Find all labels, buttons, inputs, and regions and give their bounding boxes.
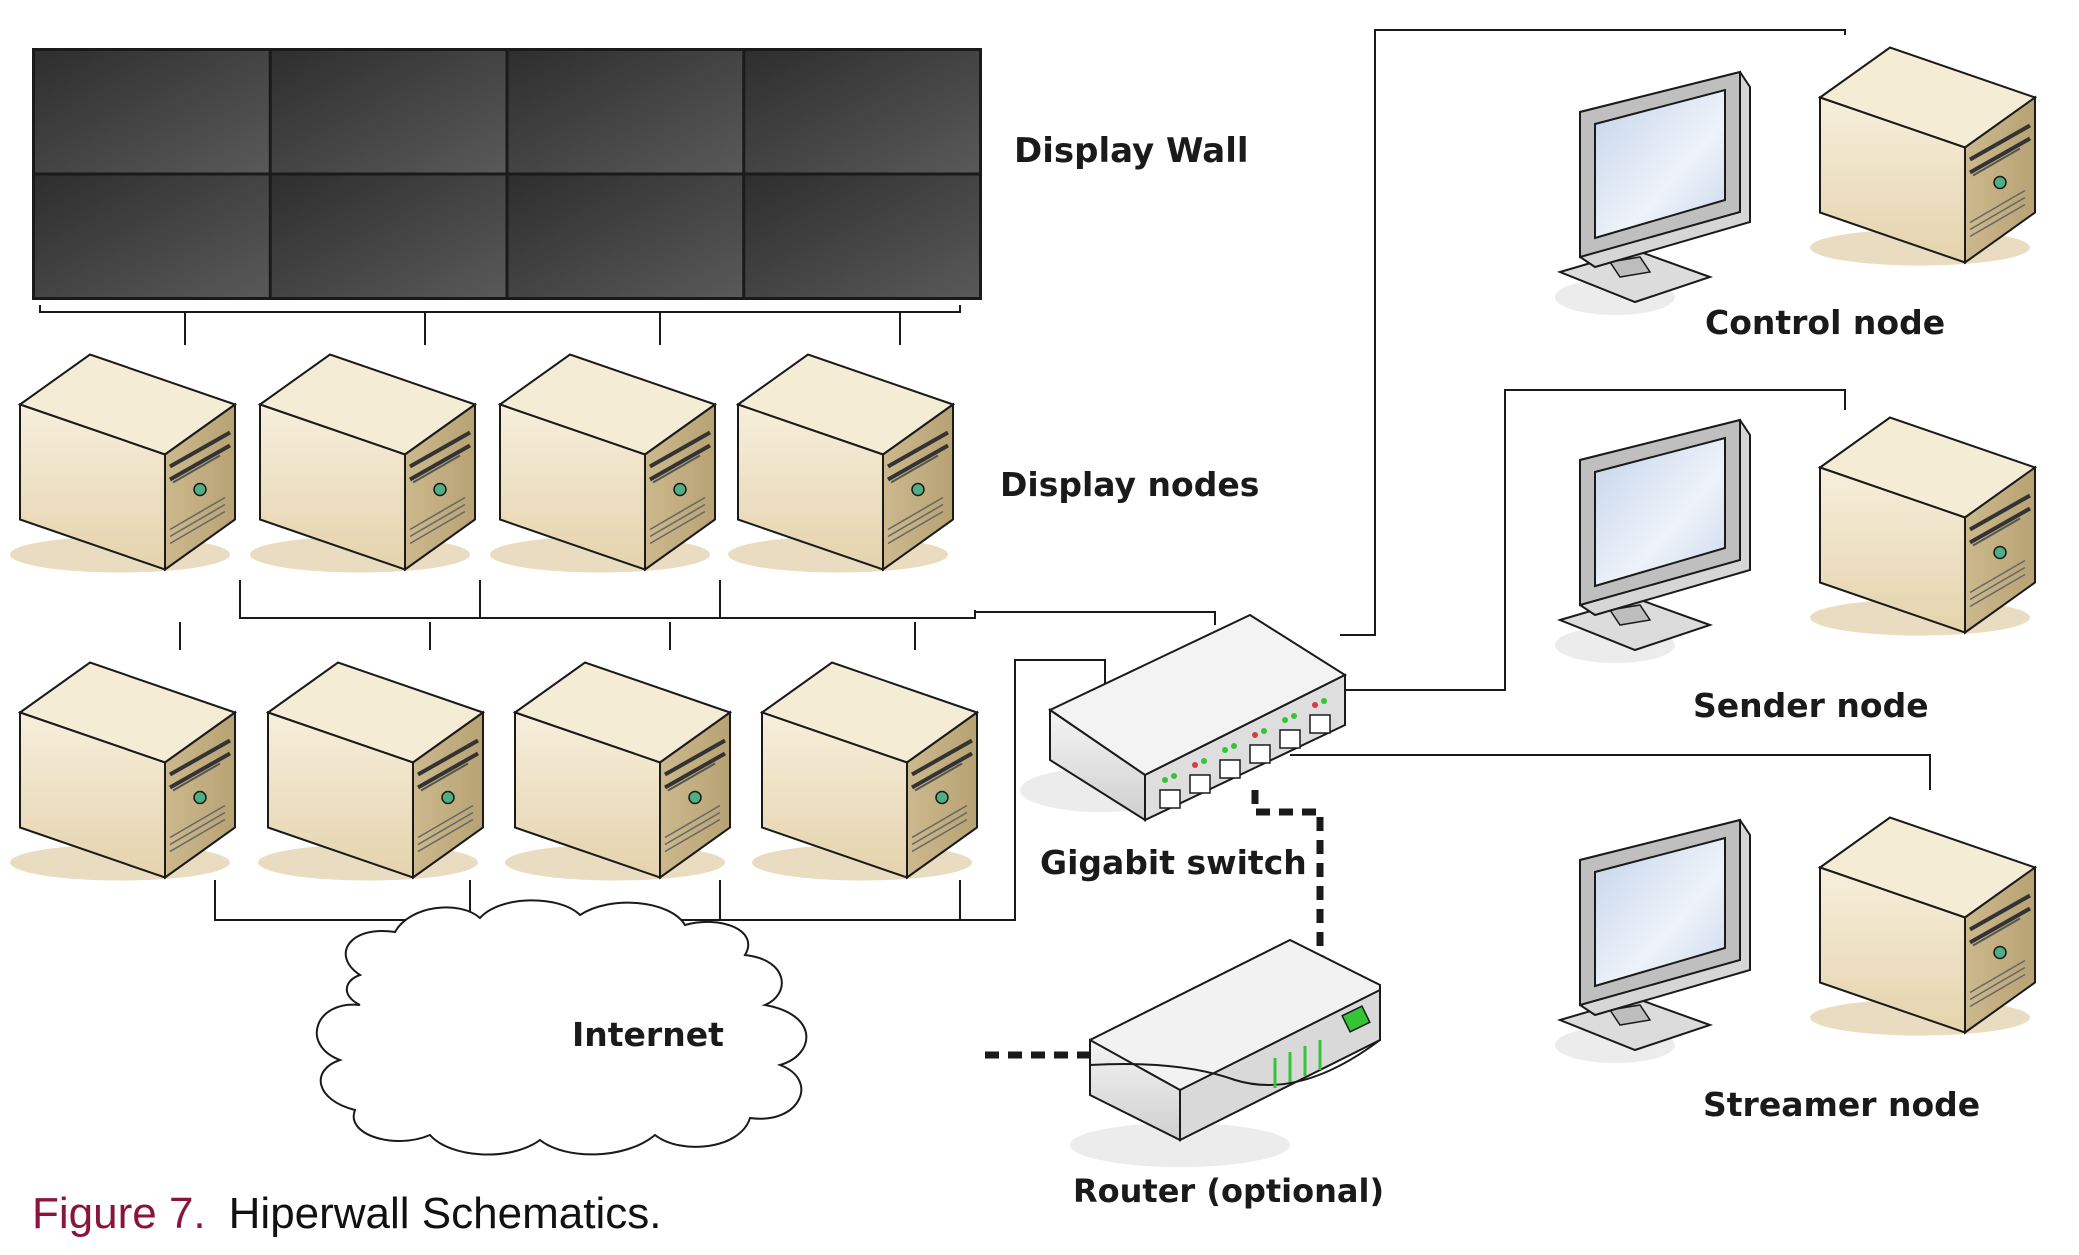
sender-node-workstation bbox=[1554, 418, 2035, 664]
switch-port bbox=[1219, 759, 1241, 779]
sender-node-label: Sender node bbox=[1693, 686, 1929, 725]
server-tower-icon bbox=[258, 663, 483, 881]
server-tower-icon bbox=[728, 355, 953, 573]
gigabit-switch-label: Gigabit switch bbox=[1040, 843, 1307, 882]
server-tower-icon bbox=[1810, 418, 2035, 636]
server-tower-icon bbox=[490, 355, 715, 573]
wall-panel bbox=[271, 51, 506, 173]
server-tower-icon bbox=[1810, 48, 2035, 266]
wall-panel bbox=[508, 175, 743, 297]
server-tower-icon bbox=[752, 663, 977, 881]
streamer-node-label: Streamer node bbox=[1703, 1085, 1980, 1124]
port-led bbox=[1282, 717, 1288, 723]
port-led bbox=[1261, 728, 1267, 734]
caption-text: Hiperwall Schematics. bbox=[229, 1189, 662, 1238]
wall-panel bbox=[35, 175, 269, 297]
control-node-workstation bbox=[1554, 48, 2035, 316]
switch-port bbox=[1249, 744, 1271, 764]
monitor-icon bbox=[1554, 419, 1751, 664]
port-led bbox=[1171, 773, 1177, 779]
port-led bbox=[1192, 762, 1198, 768]
caption-number: Figure 7. bbox=[32, 1189, 206, 1238]
monitor-icon bbox=[1554, 71, 1751, 316]
wall-panel bbox=[745, 51, 979, 173]
port-led bbox=[1312, 702, 1318, 708]
switch-ports bbox=[1159, 698, 1331, 809]
network-switch-icon bbox=[1020, 613, 1348, 822]
port-led bbox=[1222, 747, 1228, 753]
port-led bbox=[1231, 743, 1237, 749]
switch-port bbox=[1309, 714, 1331, 734]
switch-port bbox=[1279, 729, 1301, 749]
wall-panel bbox=[271, 175, 506, 297]
figure-caption: Figure 7. Hiperwall Schematics. bbox=[32, 1189, 661, 1238]
display-nodes-label: Display nodes bbox=[1000, 465, 1259, 504]
display-wall-panels bbox=[35, 51, 979, 297]
port-led bbox=[1162, 777, 1168, 783]
port-led bbox=[1201, 758, 1207, 764]
display-wall-label: Display Wall bbox=[1014, 131, 1249, 171]
network-cables bbox=[39, 29, 1931, 921]
dashed-links bbox=[985, 790, 1324, 1059]
port-led bbox=[1291, 713, 1297, 719]
streamer-node-workstation bbox=[1554, 818, 2035, 1064]
server-tower-icon bbox=[250, 355, 475, 573]
port-led bbox=[1321, 698, 1327, 704]
wall-panel bbox=[508, 51, 743, 173]
switch-port bbox=[1159, 789, 1181, 809]
wall-panel bbox=[745, 175, 979, 297]
wall-panel bbox=[35, 51, 269, 173]
router-icon bbox=[1070, 938, 1381, 1167]
switch-port bbox=[1189, 774, 1211, 794]
internet-label: Internet bbox=[572, 1015, 724, 1054]
server-tower-icon bbox=[10, 355, 235, 573]
server-tower-icon bbox=[1810, 818, 2035, 1036]
monitor-icon bbox=[1554, 819, 1751, 1064]
control-node-label: Control node bbox=[1705, 303, 1945, 342]
router-label: Router (optional) bbox=[1073, 1172, 1384, 1210]
port-led bbox=[1252, 732, 1258, 738]
cloud-icon bbox=[315, 899, 808, 1156]
server-tower-icon bbox=[505, 663, 730, 881]
server-tower-icon bbox=[10, 663, 235, 881]
